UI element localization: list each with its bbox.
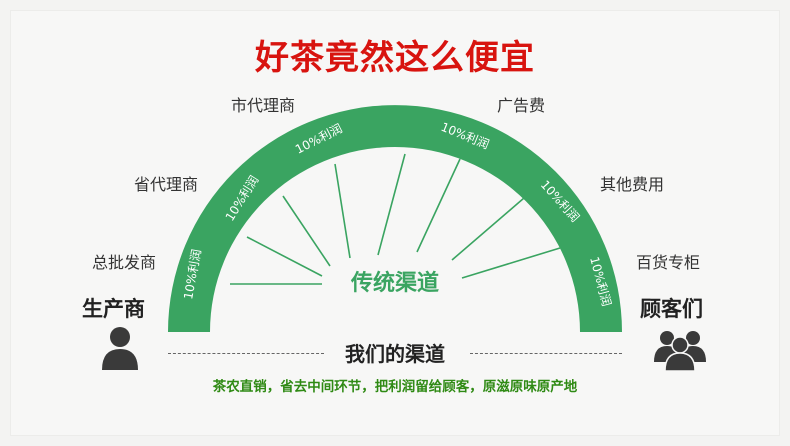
page-title: 好茶竟然这么便宜 [255, 38, 535, 78]
single-person-icon [102, 327, 138, 370]
arch-band [168, 105, 622, 332]
label-producer: 生产商 [82, 297, 145, 321]
label-province-agent: 省代理商 [134, 175, 199, 194]
group-people-icon [654, 331, 706, 372]
label-department-store: 百货专柜 [636, 253, 701, 272]
divider-right [470, 353, 622, 354]
label-wholesaler: 总批发商 [92, 253, 157, 272]
divider-left [168, 353, 324, 354]
slogan: 茶农直销，省去中间环节，把利润留给顾客，原滋原味原产地 [212, 379, 578, 395]
traditional-channel-label: 传统渠道 [350, 270, 439, 296]
label-other-costs: 其他费用 [600, 175, 665, 194]
our-channel-label: 我们的渠道 [345, 342, 445, 366]
label-customers: 顾客们 [640, 297, 703, 321]
label-advertising: 广告费 [497, 96, 546, 115]
label-city-agent: 市代理商 [231, 96, 296, 115]
arch-spokes [230, 153, 561, 285]
background-frame [10, 10, 780, 436]
